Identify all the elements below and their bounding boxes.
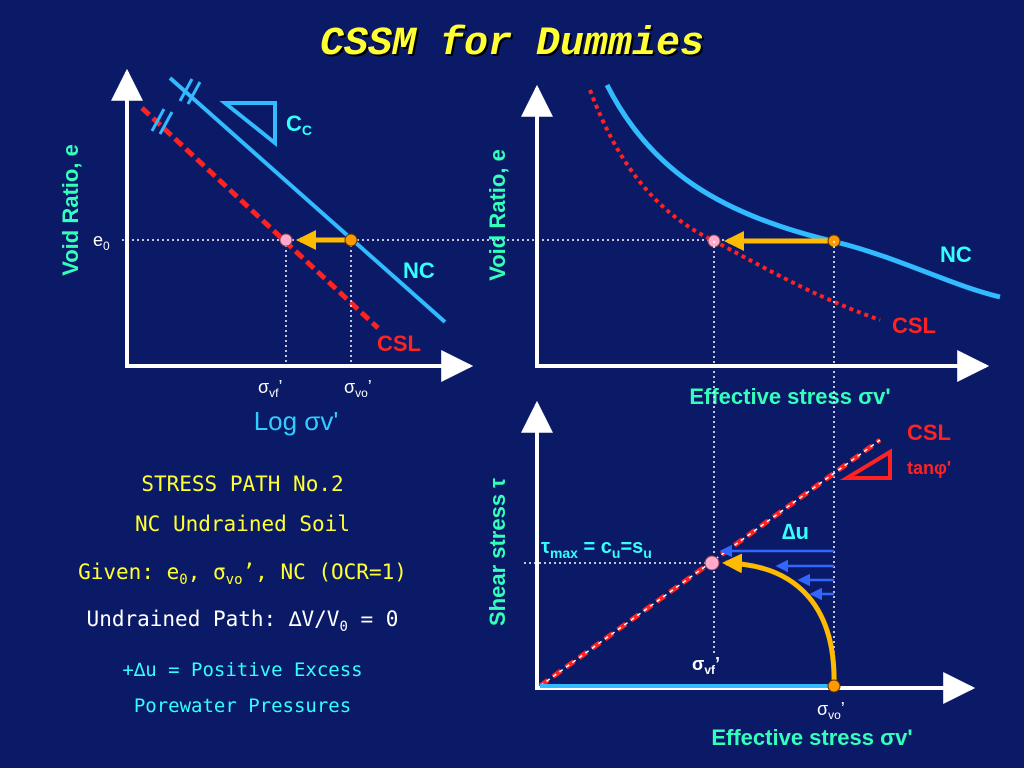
br-stress-path [722,553,837,687]
br-end-point [704,555,720,571]
br-csl-label: CSL [907,420,951,445]
br-start-point [827,679,841,693]
tanphi-triangle [839,448,892,480]
br-y-label: Shear stress τ [485,478,510,626]
tau-max-label: τmax = cu=su [541,536,652,561]
delta-u-label: ∆u [782,519,809,544]
note-excess-line2: Porewater Pressures [133,695,352,717]
cc-slope-triangle [219,101,277,148]
tr-nc-curve [604,83,1001,300]
tl-nc-line [168,76,447,324]
tl-csl-line [140,106,380,330]
tl-y-label: Void Ratio, e [58,144,83,276]
tr-y-label: Void Ratio, e [485,149,510,281]
panel-top-right: Void Ratio, e NC CSL Effective stress σv… [485,83,1001,409]
parallel-marks [150,78,202,135]
tl-sigma-vf-label: σvf’ [258,377,282,400]
panel-bottom-right: Shear stress τ CSL tanφ' τmax = cu=su ∆u… [485,400,976,750]
tr-nc-label: NC [940,242,972,267]
note-path-title: STRESS PATH No.2 [141,472,344,496]
br-sigma-vo-label: σvo’ [817,699,845,722]
tr-csl-label: CSL [892,313,936,338]
porewater-arrows [719,544,834,601]
note-soil: NC Undrained Soil [135,512,350,536]
tr-x-label: Effective stress σv' [689,384,890,409]
tl-x-label: Log σv' [254,406,339,436]
tl-end-point [279,233,293,247]
note-given: Given: e0, σvo’, NC (OCR=1) [78,560,407,589]
note-undrained: Undrained Path: ∆V/V0 = 0 [86,607,399,636]
note-excess-line1: +∆u = Positive Excess [122,659,363,681]
tl-csl-label: CSL [377,331,421,356]
cc-label: CC [286,111,312,138]
e0-label: e0 [93,230,110,253]
panel-top-left: Void Ratio, e CC NC CSL e0 σvf’ σvo’ Log… [58,68,474,436]
slide-title: CSSM for Dummies [319,22,705,67]
br-x-label: Effective stress σv' [711,725,912,750]
br-sigma-vf-label: σvf’ [692,654,720,677]
tl-start-point [344,233,358,247]
tanphi-label: tanφ' [907,458,951,478]
tl-nc-label: NC [403,258,435,283]
tl-sigma-vo-label: σvo’ [344,377,372,400]
